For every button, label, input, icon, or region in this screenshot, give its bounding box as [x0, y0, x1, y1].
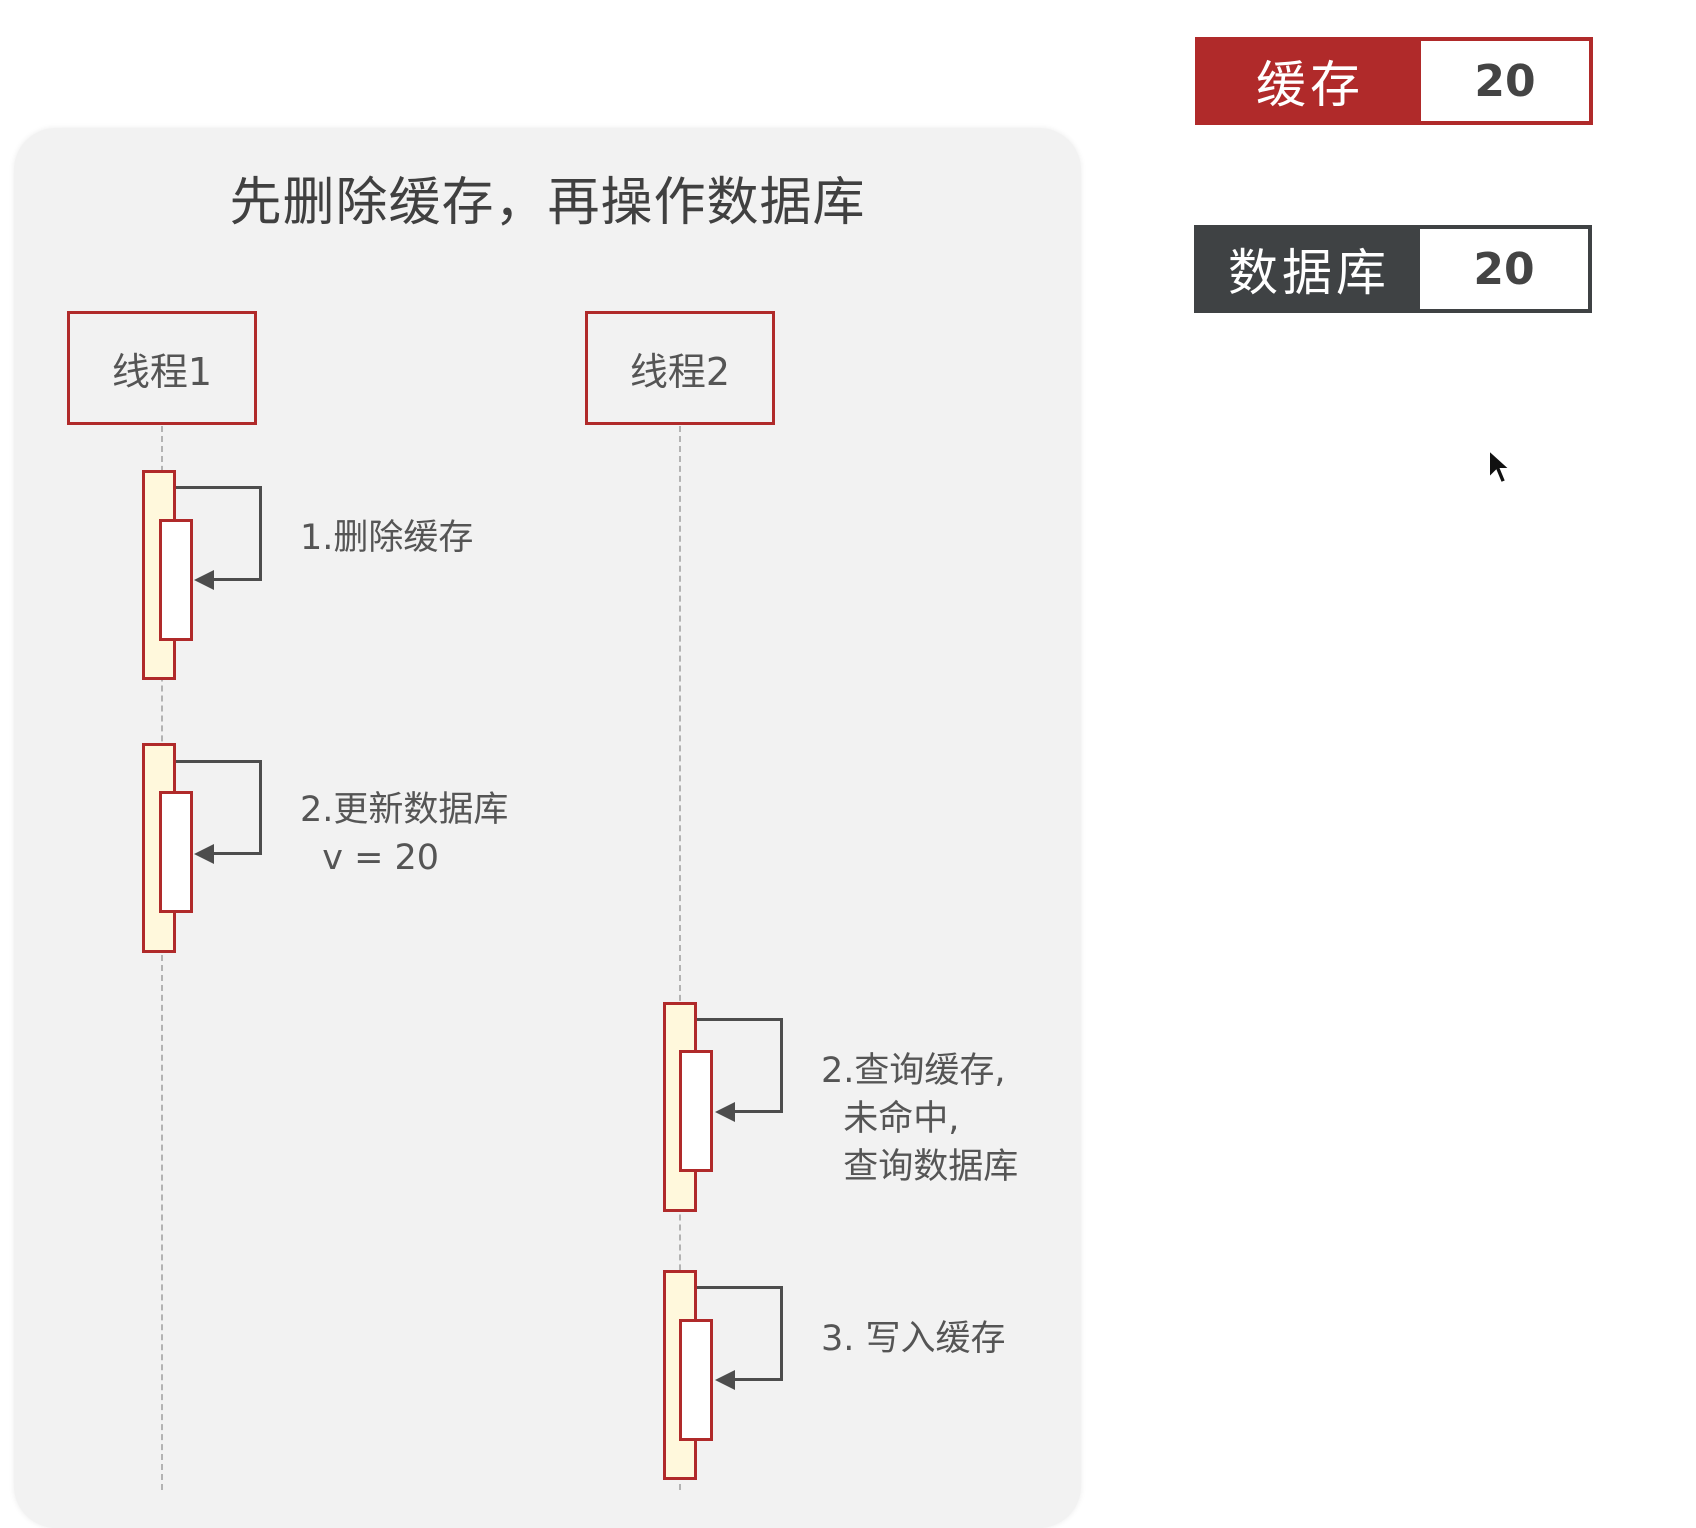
- self-call-line-right: [780, 1286, 783, 1381]
- actor-thread-1-label: 线程1: [111, 349, 213, 394]
- database-label: 数据库: [1198, 229, 1420, 309]
- mouse-cursor-icon: [1488, 448, 1513, 485]
- cache-value: 20: [1421, 41, 1589, 121]
- step-label-2: 2.更新数据库 v = 20: [300, 790, 509, 878]
- step-label-3: 2.查询缓存, 未命中, 查询数据库: [821, 1051, 1019, 1187]
- self-call-line-top: [697, 1018, 783, 1021]
- database-state-box: 数据库 20: [1194, 225, 1592, 313]
- self-call-arrowhead: [194, 570, 214, 590]
- self-call-line-bottom: [210, 578, 262, 581]
- self-call-line-right: [259, 486, 262, 581]
- cache-state-box: 缓存 20: [1195, 37, 1593, 125]
- self-call-line-top: [697, 1286, 783, 1289]
- self-call-arrowhead: [194, 844, 214, 864]
- actor-thread-2-label: 线程2: [629, 349, 731, 394]
- self-call-line-right: [780, 1018, 783, 1113]
- activation-inner: [159, 519, 193, 641]
- self-call-line-bottom: [731, 1110, 783, 1113]
- actor-thread-1: 线程1: [67, 311, 257, 425]
- activation-inner: [679, 1050, 713, 1172]
- self-call-line-bottom: [210, 852, 262, 855]
- diagram-title: 先删除缓存，再操作数据库: [229, 173, 866, 233]
- self-call-arrowhead: [715, 1370, 735, 1390]
- activation-inner: [679, 1319, 713, 1441]
- self-call-line-top: [176, 760, 262, 763]
- self-call-line-top: [176, 486, 262, 489]
- database-value: 20: [1420, 229, 1588, 309]
- self-call-line-right: [259, 760, 262, 855]
- lifeline-thread-1: [161, 426, 163, 1490]
- self-call-arrowhead: [715, 1102, 735, 1122]
- self-call-line-bottom: [731, 1378, 783, 1381]
- actor-thread-2: 线程2: [585, 311, 775, 425]
- activation-inner: [159, 791, 193, 913]
- lifeline-thread-2: [679, 426, 681, 1490]
- step-label-1: 1.删除缓存: [300, 518, 474, 558]
- cache-label: 缓存: [1199, 41, 1421, 121]
- step-label-4: 3. 写入缓存: [821, 1319, 1006, 1359]
